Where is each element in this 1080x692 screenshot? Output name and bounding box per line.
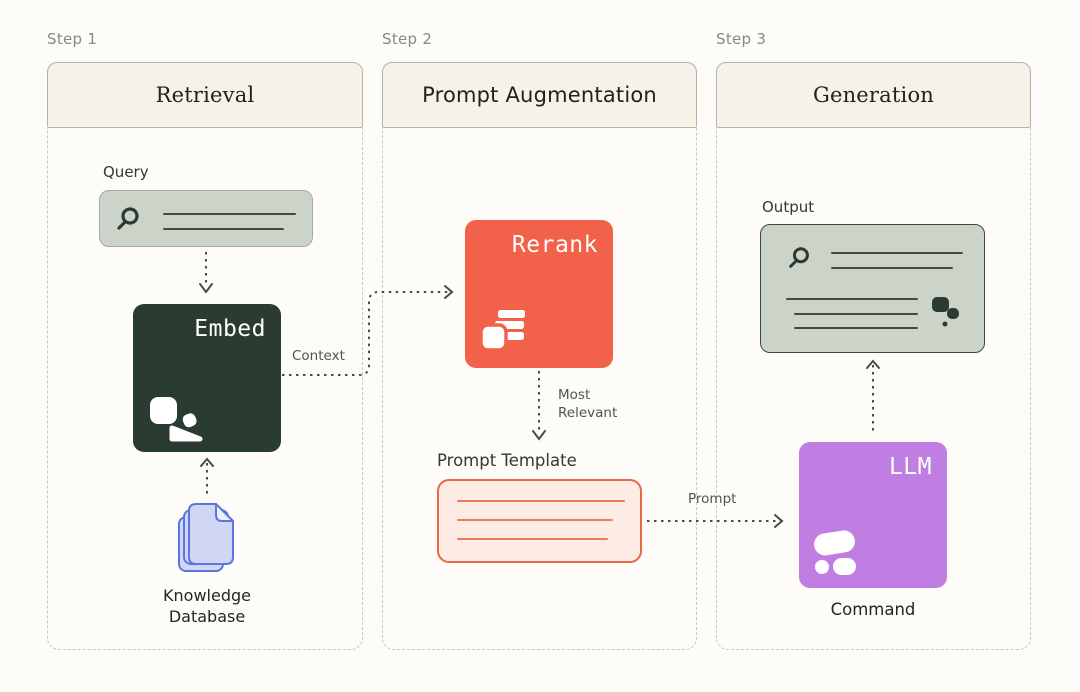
step-2-label: Step 2 xyxy=(382,30,433,48)
llm-box: LLM xyxy=(799,442,947,588)
query-text-line xyxy=(163,213,296,215)
retrieval-title: Retrieval xyxy=(155,83,255,107)
prompt-connector-label: Prompt xyxy=(688,491,737,507)
embed-box: Embed xyxy=(133,304,281,452)
prompt-augmentation-title: Prompt Augmentation xyxy=(422,83,657,107)
query-text-line xyxy=(163,228,284,230)
prompt-augmentation-panel-header: Prompt Augmentation xyxy=(382,62,697,128)
template-text-line xyxy=(457,500,625,502)
retrieval-panel-header: Retrieval xyxy=(47,62,363,128)
query-label: Query xyxy=(103,163,149,181)
arrow-rerank-to-template xyxy=(532,371,546,441)
generation-panel-header: Generation xyxy=(716,62,1031,128)
context-connector-label: Context xyxy=(292,348,345,364)
template-text-line xyxy=(457,538,608,540)
template-text-line xyxy=(457,519,613,521)
arrow-query-to-embed xyxy=(199,252,213,294)
step-3-label: Step 3 xyxy=(716,30,767,48)
arrow-knowledge-to-embed xyxy=(200,457,214,498)
embed-box-label: Embed xyxy=(194,316,266,342)
output-box xyxy=(760,224,985,353)
search-icon xyxy=(789,247,809,268)
command-icon xyxy=(814,530,856,575)
query-box xyxy=(99,190,313,247)
retrieval-panel xyxy=(47,128,363,650)
prompt-template-label: Prompt Template xyxy=(437,451,577,470)
rerank-box-label: Rerank xyxy=(511,232,598,258)
output-text-line xyxy=(794,313,918,315)
documents-icon xyxy=(178,503,234,572)
generation-panel xyxy=(716,128,1031,650)
arrow-prompt-template-to-llm xyxy=(647,514,784,528)
llm-box-label: LLM xyxy=(888,454,932,480)
arrow-context-embed-to-rerank xyxy=(282,285,454,376)
command-label: Command xyxy=(830,600,916,619)
output-text-line xyxy=(831,252,963,254)
search-icon xyxy=(117,207,139,230)
output-text-line xyxy=(786,298,918,300)
prompt-template-box xyxy=(437,479,642,563)
step-1-label: Step 1 xyxy=(47,30,98,48)
generation-title: Generation xyxy=(812,83,935,107)
rerank-box: Rerank xyxy=(465,220,613,368)
rerank-icon xyxy=(480,310,525,352)
most-relevant-connector-label: Most Relevant xyxy=(558,387,618,421)
prompt-augmentation-panel xyxy=(382,128,697,650)
arrow-llm-to-output xyxy=(866,359,880,434)
output-text-line xyxy=(794,327,918,329)
chat-bubbles-icon xyxy=(932,297,959,327)
embed-icon xyxy=(150,397,203,442)
knowledge-database-label: Knowledge Database xyxy=(163,586,251,626)
output-text-line xyxy=(831,267,953,269)
output-label: Output xyxy=(762,198,815,216)
